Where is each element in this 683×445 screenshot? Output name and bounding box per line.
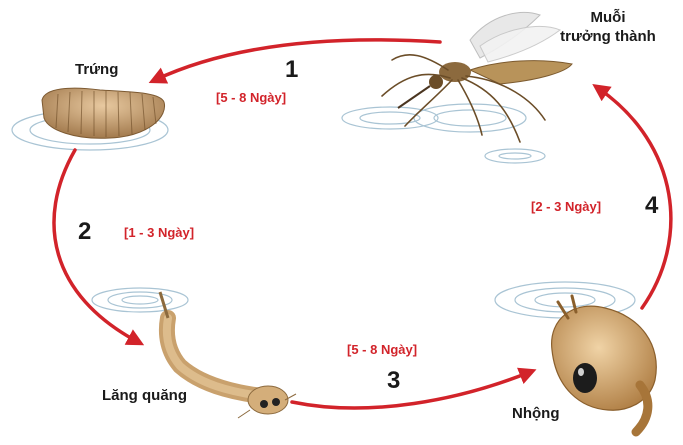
step-duration-4: [2 - 3 Ngày] (531, 199, 601, 214)
step-duration-1: [5 - 8 Ngày] (216, 90, 286, 105)
step-number-4: 4 (645, 192, 658, 220)
arrow-larva-to-pupa (292, 372, 530, 408)
stage-label-egg: Trứng (75, 61, 118, 78)
step-number-2: 2 (78, 218, 91, 246)
stage-label-adult: Muỗi trưởng thành (548, 8, 668, 46)
stage-label-adult-line2: trưởng thành (548, 27, 668, 46)
arrow-egg-to-larva (54, 150, 138, 342)
step-number-1: 1 (285, 56, 298, 84)
step-duration-3: [5 - 8 Ngày] (347, 342, 417, 357)
step-number-3: 3 (387, 367, 400, 395)
egg-raft-icon (42, 88, 165, 138)
step-duration-2: [1 - 3 Ngày] (124, 225, 194, 240)
stage-label-adult-line1: Muỗi (548, 8, 668, 27)
arrow-pupa-to-adult (598, 88, 671, 308)
pupa-icon (552, 296, 657, 432)
stage-label-larva: Lăng quăng (102, 387, 187, 404)
stage-label-pupa: Nhộng (512, 405, 559, 422)
